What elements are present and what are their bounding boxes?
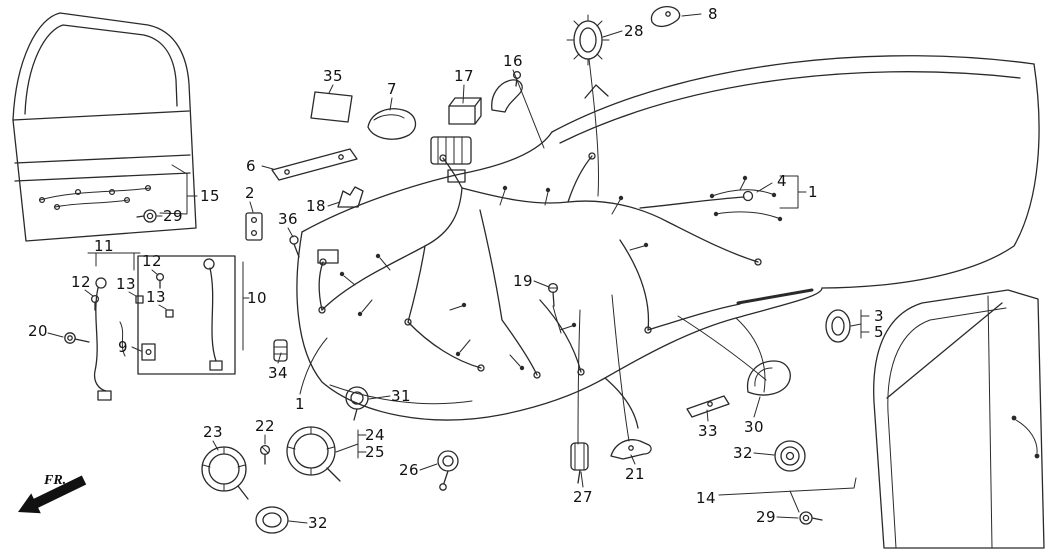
left-door-art bbox=[12, 12, 197, 242]
front-direction-indicator: FR. bbox=[18, 473, 87, 514]
cowl-parts-art bbox=[245, 6, 681, 258]
leader-lines bbox=[47, 13, 870, 524]
lower-parts-art bbox=[201, 282, 851, 534]
seatbelt-parts-art bbox=[64, 255, 236, 401]
fr-label: FR. bbox=[43, 473, 66, 488]
fr-arrow-icon bbox=[18, 475, 87, 514]
wire-harness-art bbox=[317, 58, 814, 379]
right-door-art bbox=[873, 289, 1045, 549]
